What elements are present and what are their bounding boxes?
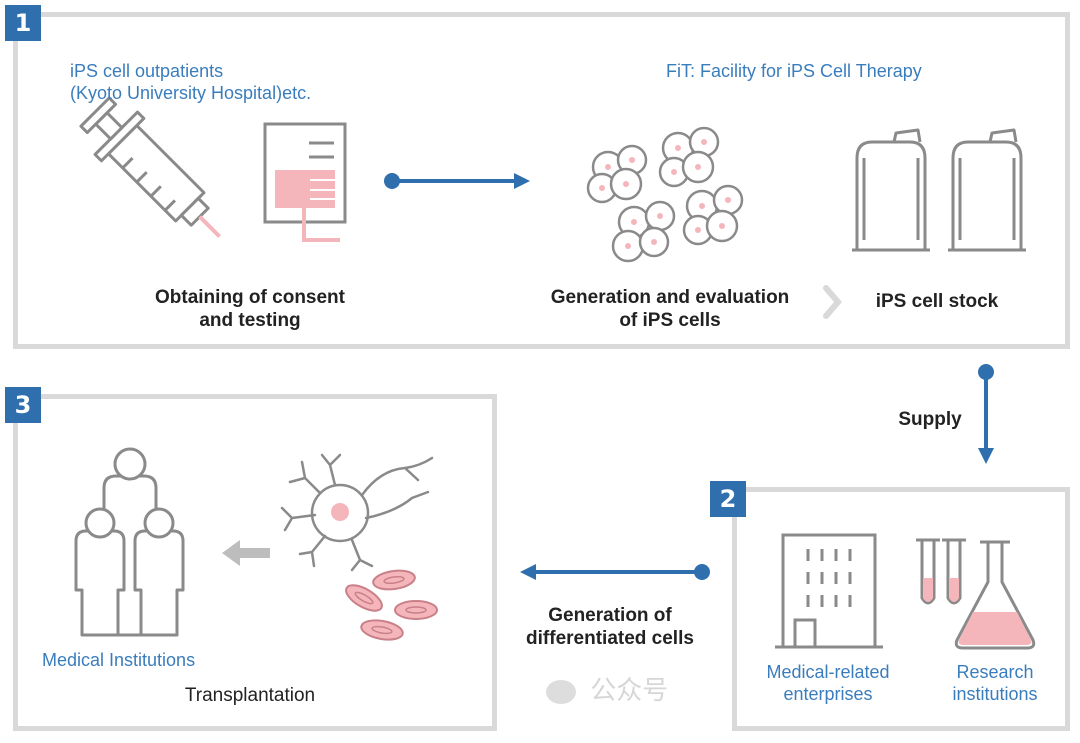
consent-label: Obtaining of consent and testing: [155, 287, 345, 331]
facility-label: FiT: Facility for iPS Cell Therapy: [666, 61, 922, 81]
syringe-icon: [79, 96, 221, 238]
neuron-icon: [280, 453, 434, 572]
medical-institutions-label: Medical Institutions: [42, 650, 196, 670]
research-label: Research institutions: [952, 662, 1038, 704]
watermark-text: 公众号: [590, 676, 669, 706]
differentiated-label: Generation of differentiated cells: [526, 605, 694, 649]
outpatients-label: iPS cell outpatients (Kyoto University H…: [70, 61, 312, 103]
stock-label: iPS cell stock: [875, 291, 999, 312]
gray-arrow-left-icon: [222, 540, 270, 566]
step2-badge: 2: [710, 481, 746, 517]
transplantation-label: Transplantation: [184, 685, 316, 706]
generation-label: Generation and evaluation of iPS cells: [550, 287, 790, 331]
step1-badge: 1: [5, 5, 41, 41]
storage-tank-icon: [852, 128, 1026, 252]
enterprises-label: Medical-related enterprises: [766, 662, 890, 704]
document-icon: [263, 122, 347, 242]
chevron-right-icon: [823, 285, 842, 319]
ips-cells-icon: [586, 126, 744, 263]
test-tube-icon: [916, 538, 966, 605]
wechat-icon: [546, 679, 576, 704]
patients-icon: [74, 447, 185, 637]
supply-label: Supply: [898, 409, 962, 430]
flask-icon: [954, 540, 1036, 650]
blood-cells-icon: [345, 569, 438, 641]
step3-badge: 3: [5, 387, 41, 423]
watermark: 公众号: [546, 670, 668, 707]
building-icon: [775, 533, 883, 649]
